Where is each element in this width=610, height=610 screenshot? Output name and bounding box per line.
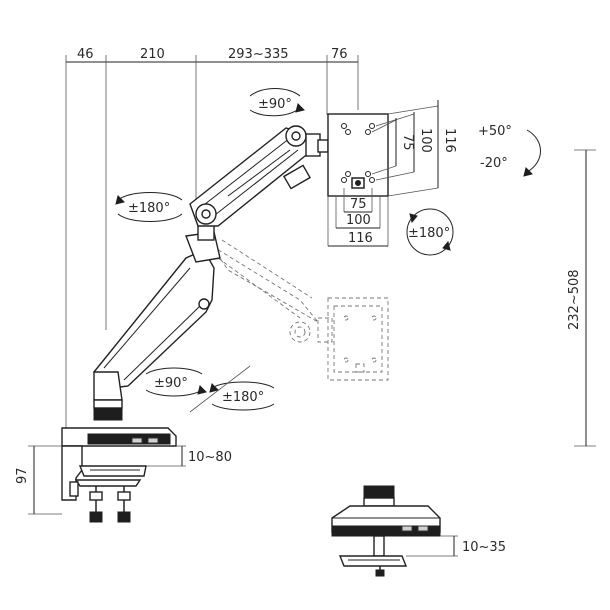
rotation-tilt-up-label: +50° [478, 124, 512, 139]
height-range-dim: 232~508 [567, 149, 596, 447]
ghost-arm-position [211, 239, 389, 381]
rotation-tilt-down-label: -20° [480, 156, 508, 171]
swivel-divider [189, 365, 251, 413]
clamp-base-left [61, 427, 177, 523]
clamp-height-dim: 97 [15, 445, 62, 515]
panel-vertical-dims: 116 100 75 [371, 100, 457, 197]
dim-panel-116-vertical: 116 [442, 128, 457, 153]
rotation-tilt: +50° -20° [478, 124, 541, 177]
dim-top-46: 46 [77, 47, 94, 62]
desk-thickness-dim-left: 10~80 [146, 445, 232, 467]
grommet-base [331, 485, 441, 577]
rotation-base-swivel-right: ±180° [209, 381, 275, 411]
dim-desk-10-35: 10~35 [462, 540, 506, 555]
dim-panel-100-horizontal: 100 [346, 213, 371, 228]
dim-panel-75-vertical: 75 [400, 134, 415, 151]
rotation-base-right-label: ±180° [222, 390, 264, 405]
top-dimension-chain: 46 210 293~335 76 [65, 47, 359, 430]
dim-top-76: 76 [331, 47, 348, 62]
rotation-top-swivel-label: ±90° [258, 97, 292, 112]
dim-height-232-508: 232~508 [567, 269, 582, 330]
rotation-base-swivel-left: ±90° [145, 367, 207, 397]
dim-panel-116-horizontal: 116 [348, 231, 373, 246]
dim-panel-100-vertical: 100 [418, 128, 433, 153]
dim-top-210: 210 [140, 47, 165, 62]
dim-top-293-335: 293~335 [228, 47, 289, 62]
rotation-panel-label: ±180° [408, 226, 450, 241]
dim-desk-10-80: 10~80 [188, 450, 232, 465]
rotation-arm-swivel: ±180° [115, 192, 183, 222]
dim-panel-75-horizontal: 75 [350, 197, 367, 212]
rotation-panel: ±180° [406, 208, 454, 256]
panel-horizontal-dims: 75 100 116 [327, 188, 389, 247]
rotation-base-left-label: ±90° [154, 376, 188, 391]
vesa-panel [327, 113, 389, 197]
rotation-arm-swivel-label: ±180° [128, 201, 170, 216]
monitor-arm [93, 125, 329, 421]
desk-thickness-dim-grommet: 10~35 [406, 535, 506, 557]
dim-clamp-97: 97 [15, 467, 30, 484]
rotation-top-swivel: ±90° [249, 88, 305, 117]
